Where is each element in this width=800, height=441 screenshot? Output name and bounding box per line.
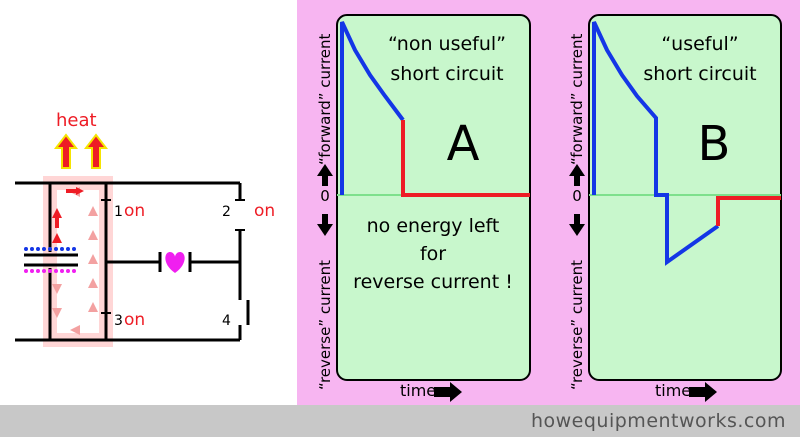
panel-a-letter: A [447, 116, 480, 172]
panel-b-zero-label: 0 [572, 187, 582, 205]
panel-b-blue-curve [592, 21, 720, 266]
panel-a-time-label: time [400, 381, 436, 400]
switch-on-2: on [254, 201, 275, 221]
panel-a: “non useful” short circuit A no energy l… [316, 14, 531, 402]
panel-a-title-2: short circuit [390, 63, 503, 85]
footer-bar [0, 405, 800, 437]
panel-a-title-1: “non useful” [388, 33, 506, 55]
switch-label-1: 1 [114, 204, 123, 220]
current-path-highlight [43, 176, 113, 347]
panel-b-forward-label: “forward” current [568, 33, 586, 165]
panel-b-time-arrow-icon [689, 382, 717, 402]
circuit: heat 1 on 2 on 3 on 4 [15, 110, 275, 347]
panel-b-up-arrow-icon [569, 164, 585, 186]
switch-on-1: on [124, 201, 145, 221]
panel-b-down-arrow-icon [569, 214, 585, 236]
panel-a-down-arrow-icon [317, 214, 333, 236]
switch-label-4: 4 [222, 313, 231, 329]
panel-b-title-2: short circuit [643, 63, 756, 85]
panel-a-time-arrow-icon [434, 382, 462, 402]
panel-a-up-arrow-icon [317, 164, 333, 186]
red-current-arrows [52, 187, 84, 243]
panel-b-letter: B [698, 116, 731, 172]
panel-b-title-1: “useful” [661, 33, 738, 55]
switch-on-3: on [124, 310, 145, 330]
panel-a-reverse-label: “reverse” current [316, 260, 334, 390]
panel-b-reverse-label: “reverse” current [568, 260, 586, 390]
switch-label-2: 2 [222, 204, 231, 220]
panel-a-blue-curve [340, 21, 405, 195]
panel-a-note-3: reverse current ! [353, 271, 513, 293]
panel-a-note-2: for [420, 243, 446, 265]
panel-a-forward-label: “forward” current [316, 33, 334, 165]
heat-label: heat [56, 110, 97, 131]
panel-a-red-curve [401, 120, 530, 197]
footer-site: howequipmentworks.com [531, 410, 786, 432]
capacitor-charges-top [24, 247, 76, 251]
panel-a-plot [336, 14, 531, 381]
panel-b: “useful” short circuit B “forward” curre… [568, 14, 782, 402]
capacitor-charges-bottom [24, 269, 76, 273]
panel-a-note-1: no energy left [367, 215, 500, 237]
panel-b-time-label: time [655, 381, 691, 400]
heat-arrows [53, 133, 109, 169]
heart-icon [165, 252, 185, 273]
current-arrows [52, 187, 98, 335]
panel-b-red-curve [716, 196, 781, 226]
switch-label-3: 3 [114, 313, 123, 329]
panel-a-zero-label: 0 [320, 187, 330, 205]
